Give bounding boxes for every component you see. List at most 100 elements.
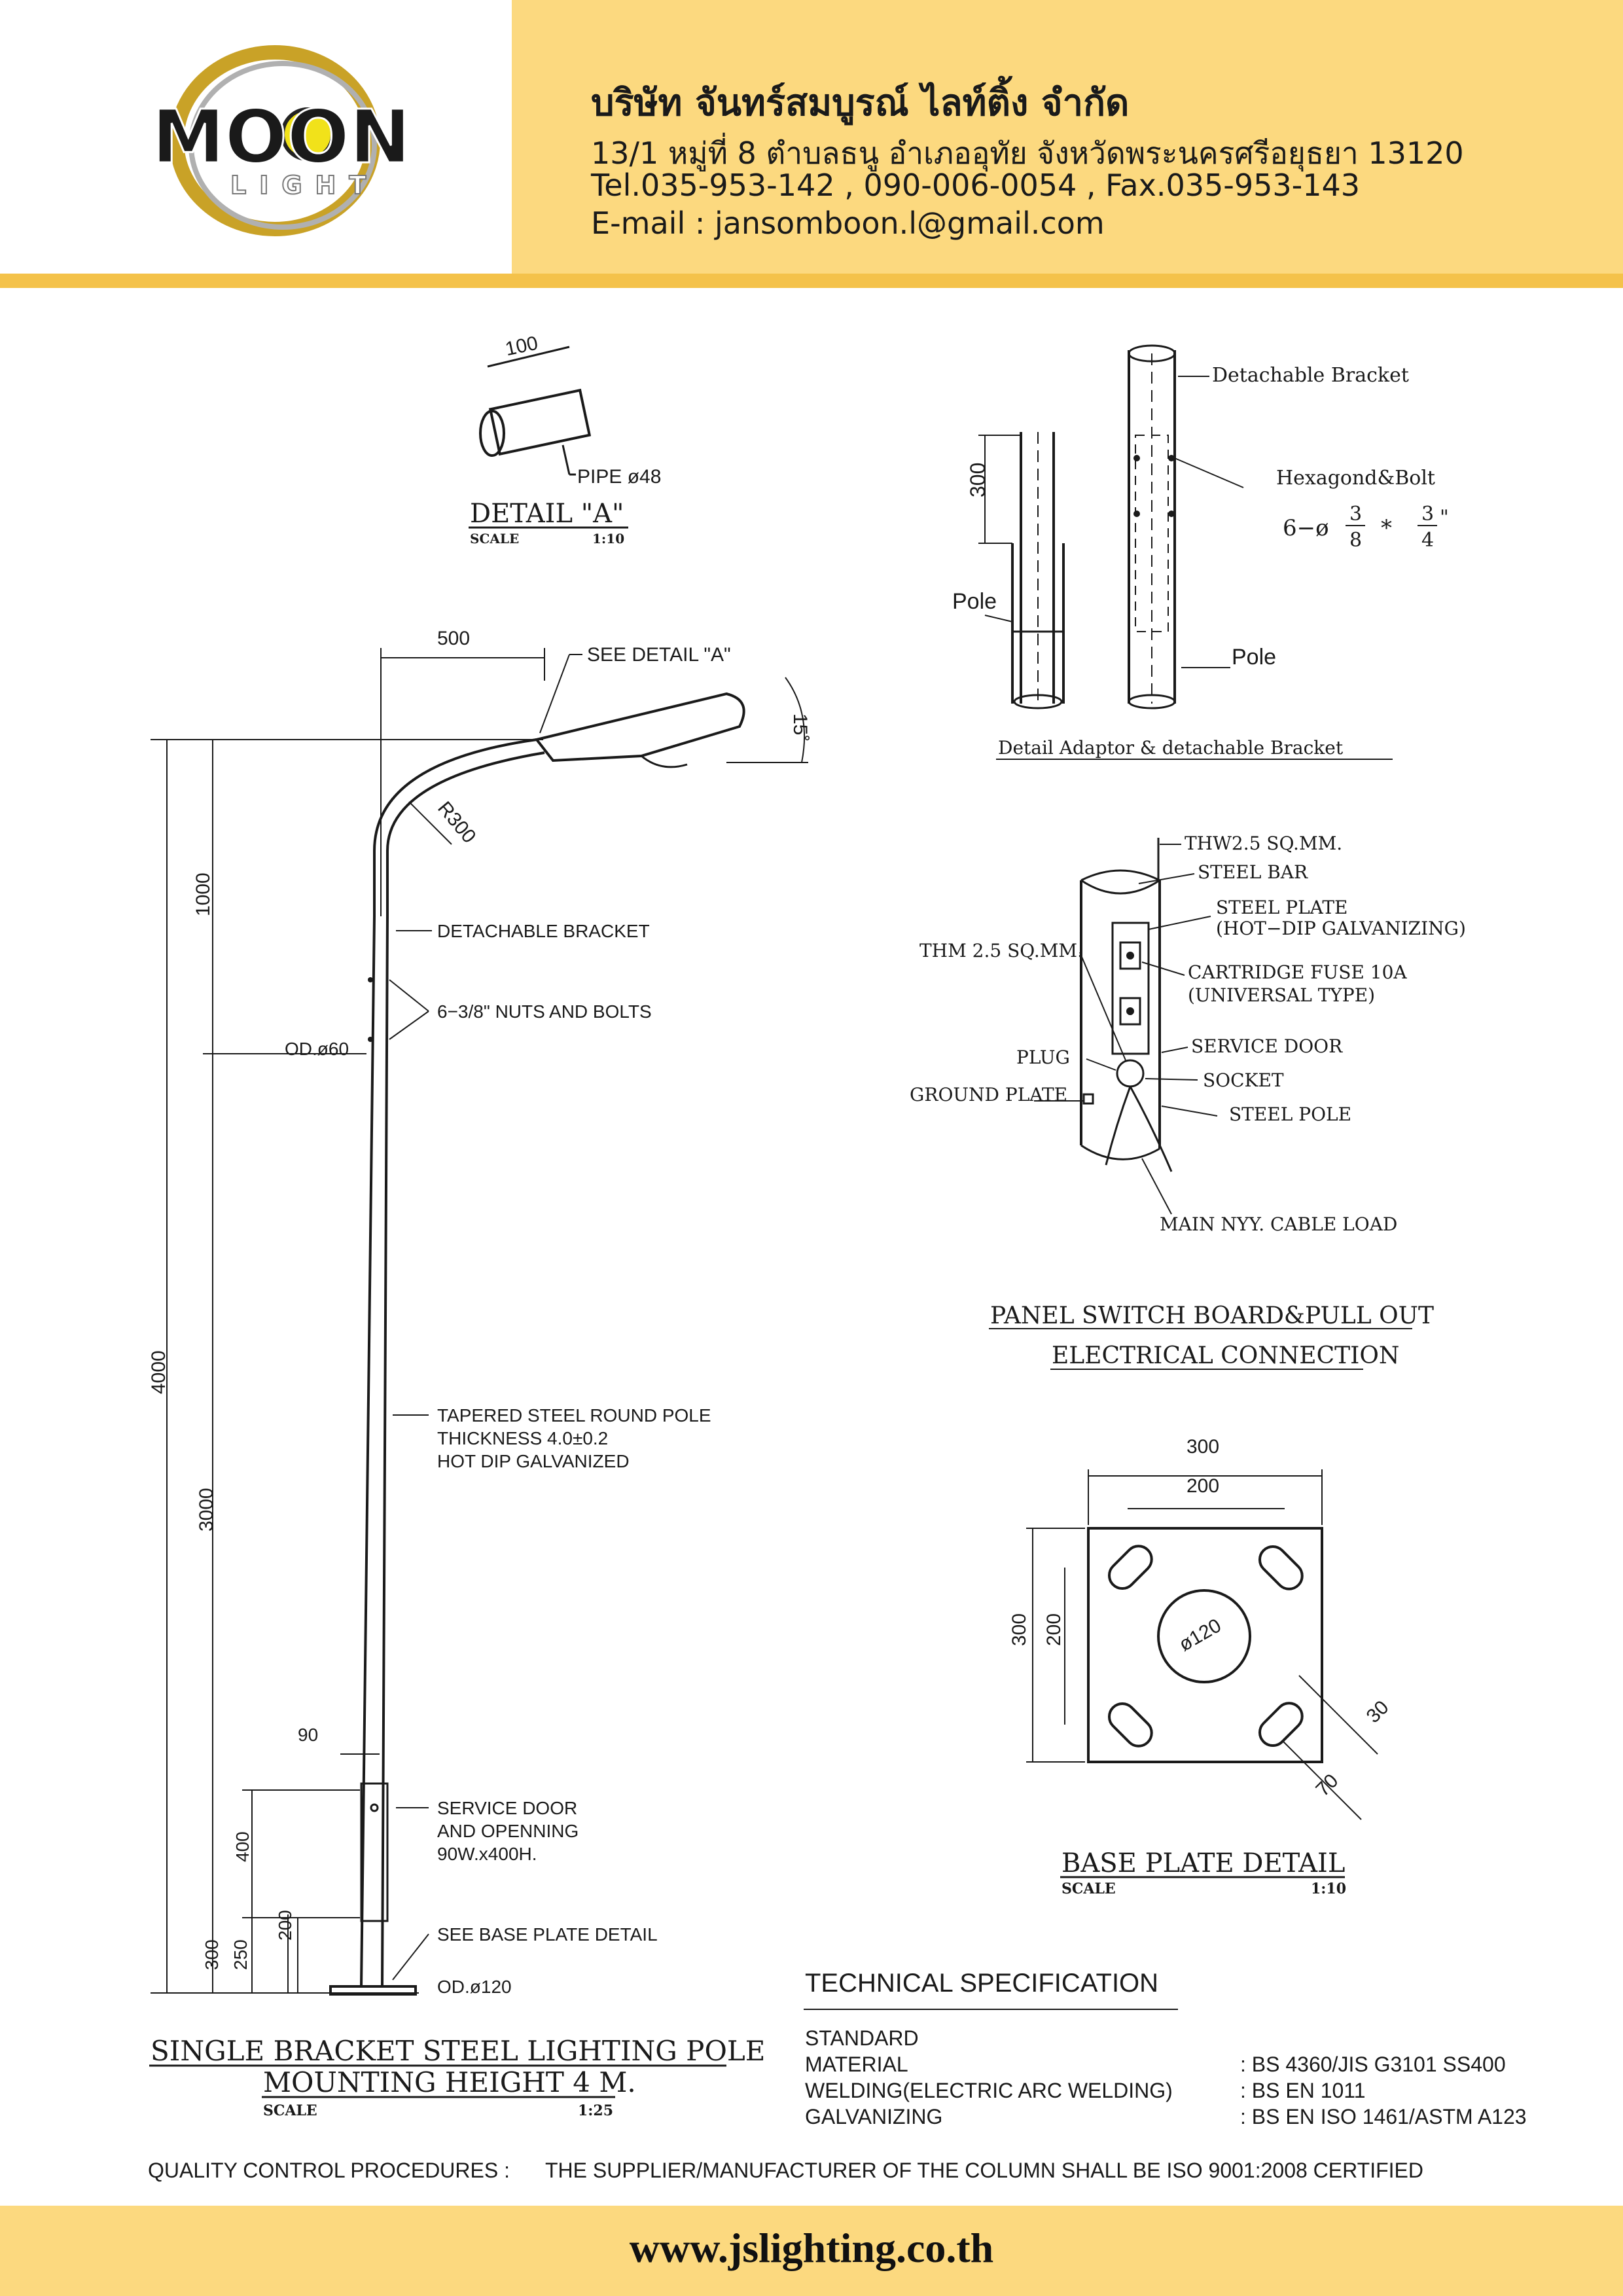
fuse-2-dot xyxy=(1126,1007,1134,1015)
bp-dim-30-line xyxy=(1298,1675,1378,1755)
pole-dim-90: 90 xyxy=(298,1725,318,1745)
panel-thm: THM 2.5 SQ.MM. xyxy=(919,940,1083,961)
detail-a-pipe xyxy=(488,388,592,456)
label-service-3: 90W.x400H. xyxy=(437,1844,537,1864)
bracket-bolt-1 xyxy=(1133,455,1140,461)
luminaire-lens xyxy=(641,755,688,768)
bp-dim-300-top: 300 xyxy=(1186,1436,1219,1458)
spec-value: : BS EN 1011 xyxy=(1240,2079,1366,2102)
base-plate-center-hole xyxy=(1157,1589,1251,1683)
bolt-upper xyxy=(368,977,373,982)
label-nuts-bolts: 6−3/8" NUTS AND BOLTS xyxy=(437,1001,652,1022)
spec-label: WELDING(ELECTRIC ARC WELDING) xyxy=(805,2079,1173,2102)
detail-a-pipe-end xyxy=(479,410,505,457)
bp-dia: ø120 xyxy=(1175,1615,1225,1656)
adaptor-bracket-label: Detachable Bracket xyxy=(1212,364,1409,387)
detail-a-scale-label: SCALE xyxy=(470,531,519,547)
pole-dim-200: 200 xyxy=(275,1910,295,1941)
bolt-frac2-den: 4 xyxy=(1421,529,1434,552)
bracket-bolt-4 xyxy=(1168,511,1175,517)
panel-title-2: ELECTRICAL CONNECTION xyxy=(1052,1342,1399,1369)
label-service-1: SERVICE DOOR xyxy=(437,1798,577,1818)
header-stripe xyxy=(0,274,1623,288)
technical-drawing: 100 PIPE ø48 DETAIL "A" SCALE 1:10 xyxy=(148,332,1527,2182)
adaptor-title: Detail Adaptor & detachable Bracket xyxy=(998,737,1344,759)
panel-fuse-2: (UNIVERSAL TYPE) xyxy=(1188,984,1375,1006)
fuse-1-dot xyxy=(1126,952,1134,960)
pole-scale: 1:25 xyxy=(578,2102,613,2119)
spec-label: MATERIAL xyxy=(805,2053,908,2076)
detail-a-leader xyxy=(562,444,571,475)
leader-base xyxy=(392,1933,429,1981)
see-detail-a-label: SEE DETAIL "A" xyxy=(587,644,731,666)
adaptor-bolt-label: Hexagond&Bolt xyxy=(1276,467,1435,490)
luminaire xyxy=(534,692,745,762)
website-link[interactable]: www.jslighting.co.th xyxy=(629,2225,994,2271)
bp-dim-200-left: 200 xyxy=(1043,1613,1065,1646)
adaptor-outer-pipe xyxy=(1011,543,1065,704)
qc-text: THE SUPPLIER/MANUFACTURER OF THE COLUMN … xyxy=(545,2159,1423,2182)
pole-dim-3000: 3000 xyxy=(196,1488,217,1532)
label-tapered-2: THICKNESS 4.0±0.2 xyxy=(437,1428,608,1448)
company-address: 13/1 หมู่ที่ 8 ตำบลธนู อำเภออุทัย จังหวั… xyxy=(591,135,1464,171)
pole-elevation: 500 SEE DETAIL "A" 15˚ R300 1000 4000 30… xyxy=(148,628,811,2119)
panel-steel-plate-2: (HOT−DIP GALVANIZING) xyxy=(1216,918,1466,939)
adaptor-pole-right: Pole xyxy=(1232,645,1276,670)
logo-text-moon: MOON xyxy=(152,95,411,180)
bolt-times: * xyxy=(1381,515,1392,541)
panel-steel-plate xyxy=(1111,922,1150,1055)
bp-dim-200-top: 200 xyxy=(1186,1475,1219,1497)
angle-arc-15 xyxy=(785,677,806,763)
qc-label: QUALITY CONTROL PROCEDURES : xyxy=(148,2159,510,2182)
bolt-leader xyxy=(1174,457,1244,488)
adaptor-pole-left-leader xyxy=(984,615,1013,622)
bp-dim-70-line xyxy=(1282,1740,1362,1820)
bolt-frac1-num: 3 xyxy=(1349,503,1362,526)
bolt-slot-1 xyxy=(1107,1545,1153,1590)
detail-a-scale: 1:10 xyxy=(592,531,624,547)
leader-steel-pole xyxy=(1161,1105,1218,1117)
spec-label: GALVANIZING xyxy=(805,2105,942,2128)
base-plate-detail: 300 200 300 200 ø120 30 70 BASE PLATE DE… xyxy=(1008,1436,1393,1897)
pole-dim-250: 250 xyxy=(230,1939,251,1970)
label-service-2: AND OPENNING xyxy=(437,1821,579,1841)
pole-service-door xyxy=(360,1782,389,1922)
leader-nuts-2 xyxy=(389,1011,429,1040)
ground-plate xyxy=(1082,1093,1094,1105)
panel-ground: GROUND PLATE xyxy=(910,1084,1067,1105)
leader-thm xyxy=(1079,952,1126,1061)
panel-plug: PLUG xyxy=(1016,1047,1070,1068)
cable xyxy=(1105,1086,1173,1172)
bracket-bolt-2 xyxy=(1168,455,1175,461)
fuse-2 xyxy=(1119,997,1141,1026)
leader-socket xyxy=(1145,1078,1198,1081)
spec-title: TECHNICAL SPECIFICATION xyxy=(805,1969,1158,1998)
panel-cable: MAIN NYY. CABLE LOAD xyxy=(1160,1213,1397,1235)
pole-dim-4000: 4000 xyxy=(148,1350,169,1394)
bolt-slot-4 xyxy=(1258,1702,1304,1748)
label-see-base: SEE BASE PLATE DETAIL xyxy=(437,1924,658,1945)
pole-scale-label: SCALE xyxy=(263,2102,317,2119)
service-door-lock xyxy=(370,1803,379,1812)
pole-dim-400: 400 xyxy=(232,1831,253,1862)
company-email: E-mail : jansomboon.l@gmail.com xyxy=(591,206,1105,241)
adaptor-inner-pipe xyxy=(1020,432,1055,704)
bp-scale-label: SCALE xyxy=(1061,1880,1116,1897)
spec-label: STANDARD xyxy=(805,2026,919,2050)
pole-shaft xyxy=(360,916,389,1987)
detail-a-title: DETAIL "A" xyxy=(470,499,624,529)
panel-steel-bar: STEEL BAR xyxy=(1198,861,1308,883)
pole-od120: OD.ø120 xyxy=(437,1977,512,1997)
label-detachable-bracket: DETACHABLE BRACKET xyxy=(437,921,650,941)
fuse-1 xyxy=(1119,941,1141,970)
leader-plug xyxy=(1086,1058,1116,1071)
bracket-pole xyxy=(1128,350,1176,704)
leader-steel-bar xyxy=(1138,873,1195,884)
leader-service-door xyxy=(1161,1047,1188,1053)
panel-pole-top xyxy=(1080,869,1160,895)
leader-cable xyxy=(1141,1158,1172,1215)
bolt-spec-prefix: 6−ø xyxy=(1283,515,1329,541)
panel-detail: THW2.5 SQ.MM. STEEL BAR STEEL PLATE (HOT… xyxy=(910,833,1466,1370)
detail-a: 100 PIPE ø48 DETAIL "A" SCALE 1:10 xyxy=(469,332,661,547)
bp-title: BASE PLATE DETAIL xyxy=(1061,1848,1345,1878)
